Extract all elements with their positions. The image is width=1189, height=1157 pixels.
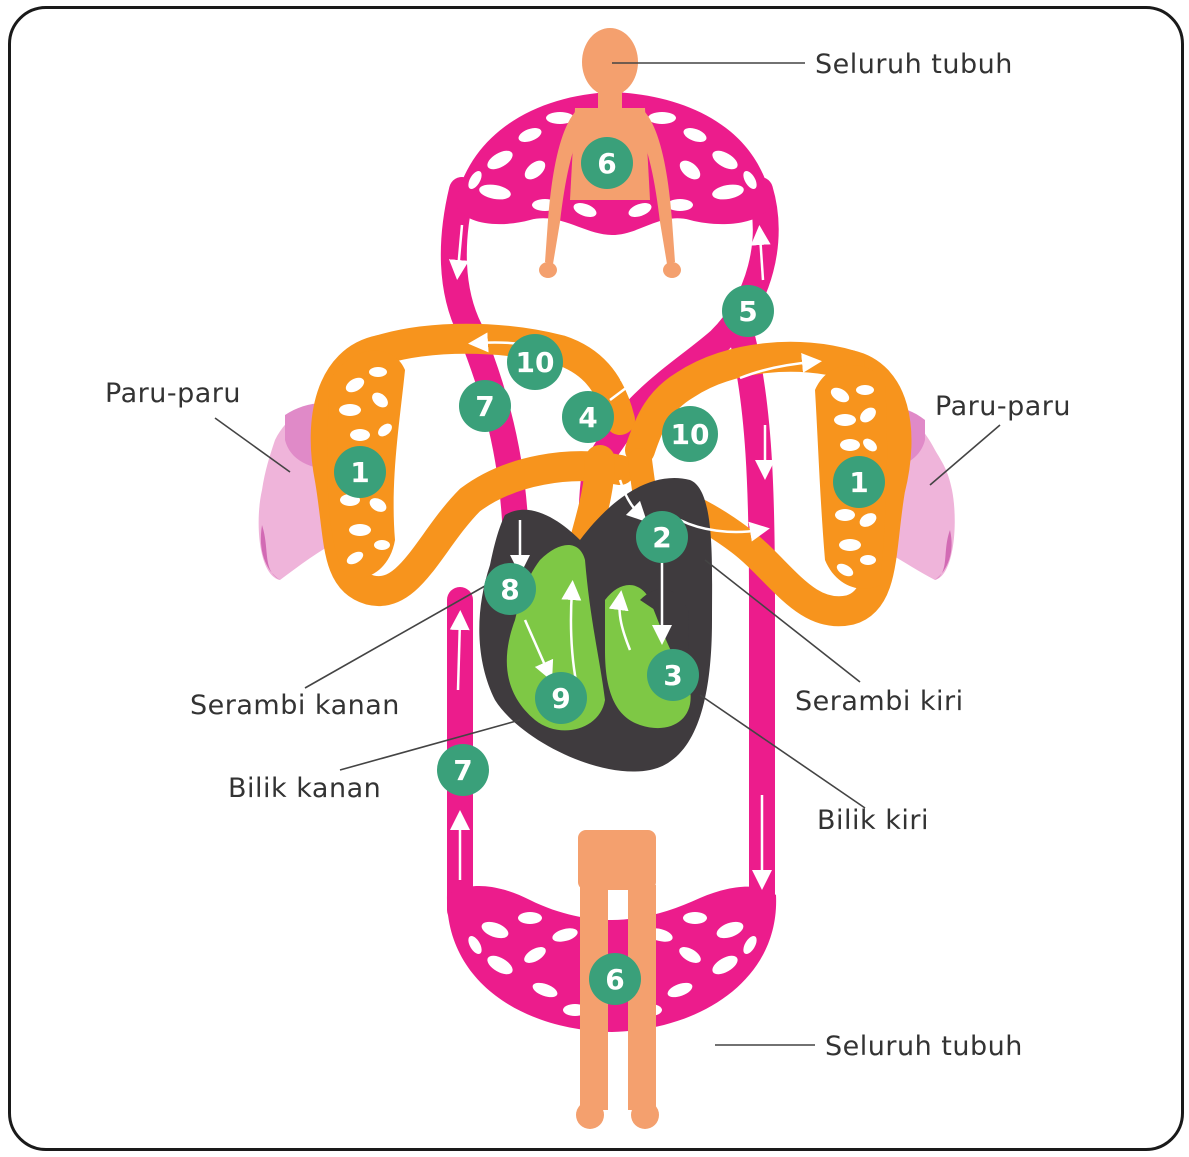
badge-right-ventricle: 9 — [535, 672, 587, 724]
label-left-lung: Paru-paru — [105, 378, 241, 409]
badge-left-lung: 1 — [334, 446, 386, 498]
label-right-atrium: Serambi kanan — [190, 690, 400, 721]
svg-text:2: 2 — [652, 521, 671, 554]
badge-pulmonary-right: 10 — [662, 406, 718, 462]
label-right-lung: Paru-paru — [935, 391, 1071, 422]
svg-text:8: 8 — [500, 573, 519, 606]
svg-text:6: 6 — [597, 147, 616, 180]
badge-pulmonary-left: 10 — [507, 334, 563, 390]
badge-right-atrium: 8 — [484, 563, 536, 615]
badge-aorta: 4 — [562, 391, 614, 443]
svg-text:10: 10 — [671, 418, 710, 451]
badge-top-capillary: 6 — [581, 137, 633, 189]
label-left-ventricle: Bilik kiri — [817, 805, 929, 836]
badge-vena-cava-bottom: 7 — [437, 744, 489, 796]
label-right-ventricle: Bilik kanan — [228, 773, 381, 804]
badge-right-lung: 1 — [833, 456, 885, 508]
svg-text:3: 3 — [663, 659, 682, 692]
label-top-body: Seluruh tubuh — [815, 49, 1013, 80]
svg-text:1: 1 — [350, 456, 369, 489]
badge-artery: 5 — [722, 285, 774, 337]
badge-left-atrium: 2 — [636, 511, 688, 563]
svg-text:1: 1 — [849, 466, 868, 499]
svg-text:7: 7 — [475, 390, 494, 423]
svg-text:7: 7 — [453, 754, 472, 787]
label-left-atrium: Serambi kiri — [795, 686, 964, 717]
svg-text:9: 9 — [551, 682, 570, 715]
svg-text:5: 5 — [738, 295, 757, 328]
svg-text:10: 10 — [516, 346, 555, 379]
svg-text:6: 6 — [605, 963, 624, 996]
label-bottom-body: Seluruh tubuh — [825, 1031, 1023, 1062]
badge-vena-cava-top: 7 — [459, 380, 511, 432]
svg-text:4: 4 — [578, 401, 597, 434]
badge-left-ventricle: 3 — [647, 649, 699, 701]
badge-bottom-capillary: 6 — [589, 953, 641, 1005]
